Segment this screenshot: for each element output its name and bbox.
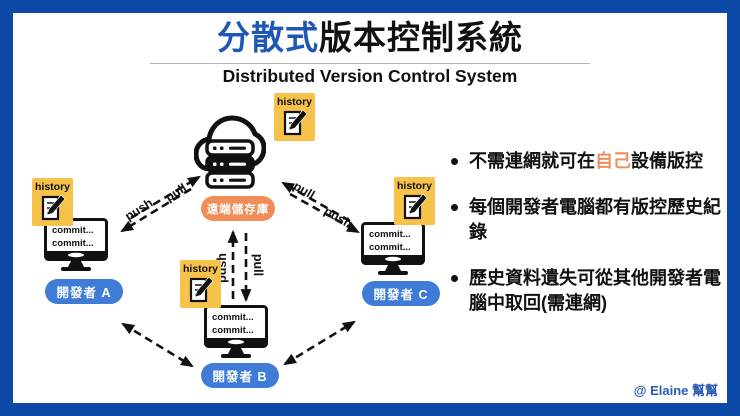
server-icon (205, 139, 255, 189)
page-subtitle: Distributed Version Control System (222, 66, 518, 86)
developer-a-computer-icon: commit... commit... (44, 218, 108, 271)
bullet-list: 不需連網就可在自己設備版控 每個開發者電腦都有版控歷史紀錄 歷史資料遺失可從其他… (451, 149, 731, 337)
bullet-item: 歷史資料遺失可從其他開發者電腦中取回(需連網) (451, 266, 731, 316)
note-pencil-icon (403, 193, 427, 220)
arrow-a-to-cloud (130, 175, 201, 220)
arrow-b-c-sync (283, 320, 356, 366)
bullet-item: 每個開發者電腦都有版控歷史紀錄 (451, 195, 731, 245)
bullet-dot (451, 275, 458, 282)
commit-line: commit... (212, 312, 254, 323)
title-rest: 版本控制系統 (319, 19, 523, 56)
watermark: @ Elaine 幫幫 (633, 383, 718, 398)
bullet-dot (451, 204, 458, 211)
developer-b-label: 開發者 B (201, 363, 279, 388)
pull-label-b: pull (251, 254, 265, 276)
title-underline (150, 63, 590, 64)
bullet-text: 歷史資料遺失可從其他開發者電腦中取回(需連網) (469, 268, 721, 313)
note-pencil-icon (189, 276, 213, 303)
title-highlight: 分散式 (217, 19, 319, 56)
push-label-a: push (123, 196, 156, 224)
history-note-c: history (394, 177, 435, 225)
commit-line: commit... (369, 242, 411, 253)
page-title: 分散式版本控制系統 (0, 18, 740, 58)
history-note-b: history (180, 260, 221, 308)
developer-b-computer-icon: commit... commit... (204, 305, 268, 358)
bullet-highlight: 自己 (595, 151, 631, 171)
arrow-a-b-sync (121, 322, 194, 368)
bullet-text: 每個開發者電腦都有版控歷史紀錄 (469, 197, 721, 242)
history-label: history (276, 96, 312, 108)
developer-c-label: 開發者 C (362, 281, 440, 306)
arrow-cloud-to-a (120, 187, 192, 233)
commit-line: commit... (212, 325, 254, 336)
developer-c-computer-icon: commit... commit... (361, 222, 425, 275)
remote-repo-label: 遠端儲存庫 (201, 196, 275, 221)
note-pencil-icon (41, 194, 65, 221)
developer-a-label: 開發者 A (45, 279, 123, 304)
note-pencil-icon (283, 109, 307, 136)
bullet-text: 不需連網就可在自己設備版控 (469, 151, 703, 171)
commit-line: commit... (369, 229, 411, 240)
history-label: history (34, 181, 70, 193)
history-label: history (182, 263, 218, 275)
pull-label-a: pull (163, 181, 189, 205)
commit-line: commit... (52, 238, 94, 249)
history-note-a: history (32, 178, 73, 226)
history-label: history (396, 180, 432, 192)
commit-line: commit... (52, 225, 94, 236)
remote-repo-cloud-icon (194, 115, 266, 189)
push-label-c: push (322, 204, 355, 231)
bullet-item: 不需連網就可在自己設備版控 (451, 149, 731, 174)
history-note-remote: history (274, 93, 315, 141)
bullet-dot (451, 158, 458, 165)
